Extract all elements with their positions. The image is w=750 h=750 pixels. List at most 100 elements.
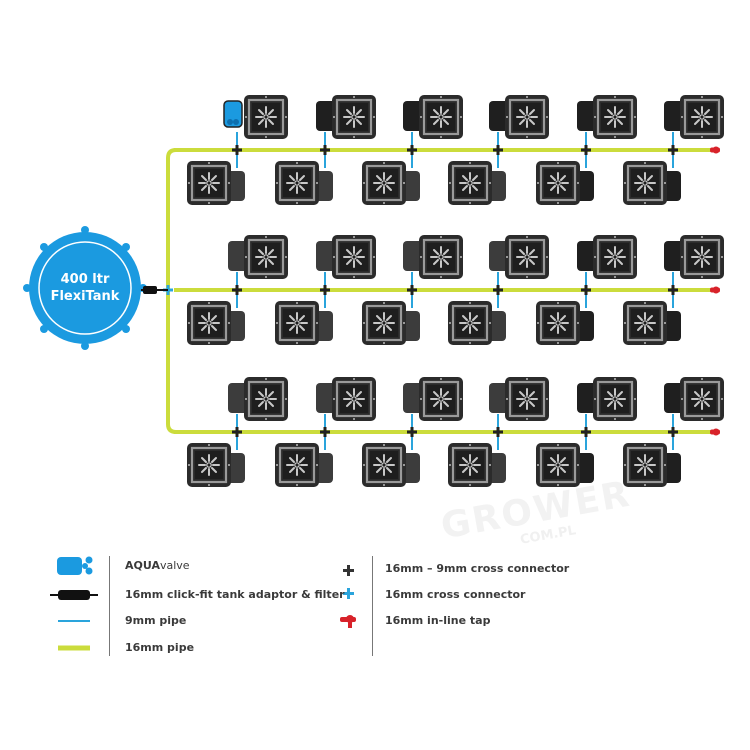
cross-connector-16-9	[407, 145, 417, 155]
tank-capacity: 400 ltr	[61, 272, 110, 287]
cross-connector-16-9	[493, 427, 503, 437]
cross-connector-16-9	[668, 427, 678, 437]
pot-tray	[242, 375, 290, 423]
tank-adaptor-filter-icon	[50, 590, 98, 600]
pot-tray	[273, 441, 321, 489]
pot-tray	[273, 159, 321, 207]
pot-tray	[242, 233, 290, 281]
aquavalve-icon	[57, 556, 93, 575]
pot-tray	[621, 299, 669, 347]
grow-pot	[403, 233, 465, 281]
legend-label-cross-16-9: 16mm – 9mm cross connector	[385, 562, 570, 575]
legend-label-light: valve	[159, 559, 190, 572]
cross-connector-16-9	[232, 427, 242, 437]
pot-tray	[360, 159, 408, 207]
grow-pot	[185, 299, 245, 347]
legend-divider-middle	[372, 556, 373, 656]
pot-tray	[330, 233, 378, 281]
pot-tray	[446, 299, 494, 347]
grow-pot	[489, 93, 551, 141]
pot-tray	[330, 93, 378, 141]
tank-adaptor-filter	[141, 286, 168, 294]
pot-tray	[591, 233, 639, 281]
pot-tray	[591, 375, 639, 423]
legend-label-aquavalve: AQUAvalve	[125, 559, 190, 572]
legend-label-bold: AQUA	[125, 559, 160, 572]
grow-pot	[360, 159, 420, 207]
pot-tray	[417, 93, 465, 141]
grow-pot	[621, 441, 681, 489]
cross-connector-16-9	[232, 285, 242, 295]
grow-pot	[228, 233, 290, 281]
grow-pot	[185, 159, 245, 207]
grow-pot	[446, 441, 506, 489]
legend-label-9mm-pipe: 9mm pipe	[125, 614, 187, 627]
grow-pot	[664, 375, 726, 423]
cross-connector-16-9	[581, 427, 591, 437]
grow-pot	[403, 93, 465, 141]
pot-tray	[621, 441, 669, 489]
aquavalve	[223, 100, 243, 128]
grow-pot	[316, 233, 378, 281]
grow-pot	[316, 93, 378, 141]
grow-pot	[273, 159, 333, 207]
inline-tap	[710, 286, 720, 294]
cross-connector-16-9	[232, 145, 242, 155]
inline-tap	[710, 146, 720, 154]
pot-tray	[503, 233, 551, 281]
grow-pot	[621, 299, 681, 347]
grow-pot	[577, 375, 639, 423]
cross-connector-16-9	[320, 285, 330, 295]
pot-tray	[534, 299, 582, 347]
pot-tray	[360, 441, 408, 489]
pot-tray	[534, 159, 582, 207]
grow-pot	[664, 93, 726, 141]
cross-connector-16-9	[668, 145, 678, 155]
cross-connector-16-9	[581, 285, 591, 295]
cross-connector-16-9	[581, 145, 591, 155]
pot-tray	[678, 93, 726, 141]
grow-pot	[273, 299, 333, 347]
flexitank: 400 ltr FlexiTank	[23, 226, 147, 350]
pot-tray	[503, 375, 551, 423]
cross-connector-16-icon	[343, 588, 354, 599]
pot-tray	[242, 93, 290, 141]
pot-tray	[503, 93, 551, 141]
grow-pot	[489, 375, 551, 423]
pot-tray	[185, 159, 233, 207]
cross-connector-16-9-icon	[343, 565, 354, 576]
cross-connector-16-9	[320, 145, 330, 155]
pot-tray	[446, 159, 494, 207]
legend-divider-left	[109, 556, 110, 656]
pot-tray	[446, 441, 494, 489]
inline-tap-icon	[340, 615, 356, 628]
cross-connector-16-9	[668, 285, 678, 295]
grow-pot	[621, 159, 681, 207]
grow-pot	[534, 159, 594, 207]
pot-tray	[417, 233, 465, 281]
pot-tray	[678, 233, 726, 281]
grow-pot	[446, 159, 506, 207]
tank-name: FlexiTank	[51, 289, 120, 304]
pot-tray	[678, 375, 726, 423]
grow-pot	[664, 233, 726, 281]
legend-label-cross-16: 16mm cross connector	[385, 588, 526, 601]
legend-label-16mm-pipe: 16mm pipe	[125, 641, 195, 654]
grow-pot	[577, 93, 639, 141]
pot-tray	[185, 299, 233, 347]
cross-connector-16-9	[407, 427, 417, 437]
tank-lid-ring	[38, 241, 132, 335]
pot-tray	[417, 375, 465, 423]
grow-pot	[446, 299, 506, 347]
grow-pot	[223, 93, 290, 141]
pot-tray	[591, 93, 639, 141]
grow-pot	[273, 441, 333, 489]
cross-connector-16-9	[493, 145, 503, 155]
pot-tray	[330, 375, 378, 423]
pot-tray	[185, 441, 233, 489]
pot-tray	[360, 299, 408, 347]
grow-pot	[534, 299, 594, 347]
grow-pot	[534, 441, 594, 489]
grow-pot	[403, 375, 465, 423]
grow-pot	[360, 441, 420, 489]
